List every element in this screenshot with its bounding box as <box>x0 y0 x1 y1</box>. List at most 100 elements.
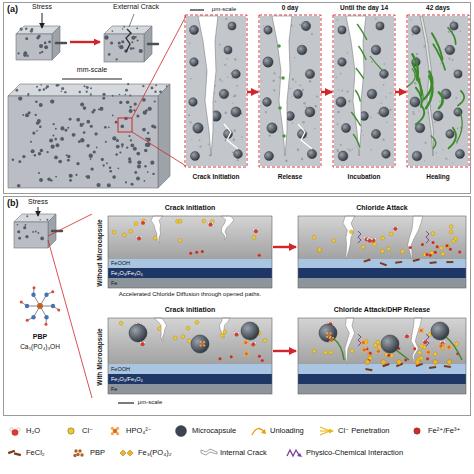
microcapsule-dot <box>112 30 114 32</box>
aggregate-speck <box>261 81 262 82</box>
microcapsule-dot <box>90 93 92 95</box>
aggregate-speck <box>434 121 436 123</box>
healing-strand <box>457 109 462 143</box>
scale-bar <box>62 78 122 79</box>
crack <box>151 216 163 243</box>
microcapsule-dot <box>17 184 21 188</box>
oxygen-atom <box>33 286 36 289</box>
matrix <box>260 16 320 166</box>
concrete <box>108 318 272 364</box>
scene-title: Crack initiation <box>165 204 216 212</box>
iron-ion <box>429 254 432 257</box>
aggregate-speck <box>190 78 192 80</box>
stage-panel: 0 dayRelease <box>260 4 320 180</box>
chloride-ion <box>439 246 443 250</box>
oxygen-atom <box>44 323 47 326</box>
microcapsule-dot <box>54 138 57 141</box>
microcapsule-dot <box>17 224 19 226</box>
healing-strand <box>458 91 464 106</box>
microcapsule-dot <box>66 154 68 156</box>
legend-icon <box>172 424 190 438</box>
aggregate-speck <box>348 100 351 103</box>
microcapsule-dot <box>35 100 38 103</box>
panel-letter: (b) <box>7 198 19 208</box>
legend-item: PBP <box>70 446 105 460</box>
microcapsule-dot <box>96 147 98 149</box>
aggregate-speck <box>303 102 306 105</box>
chloride-ion <box>350 349 354 353</box>
chloride-ion <box>173 336 177 340</box>
microcapsule-dot <box>136 27 138 29</box>
scene-panel: Crack initiation <box>108 306 272 396</box>
legend-icon <box>106 424 124 438</box>
microcapsule-dot <box>124 94 126 96</box>
microcapsule-dot <box>53 123 55 125</box>
aggregate-speck <box>423 45 425 47</box>
microcapsule <box>232 70 241 79</box>
phosphorus-atom <box>44 293 48 297</box>
chloride-ion <box>420 344 424 348</box>
microcapsule <box>190 58 199 67</box>
aggregate-speck <box>347 52 348 53</box>
microcapsule-dot <box>137 40 139 42</box>
aggregate-speck <box>237 159 239 161</box>
steel-rebar <box>56 42 66 44</box>
microcapsule <box>193 123 203 133</box>
penetration-icon <box>320 427 330 431</box>
microcapsule-dot <box>54 156 58 160</box>
iron-ion <box>434 251 437 254</box>
microcapsule-dot <box>27 95 29 97</box>
microcapsule-dot <box>61 91 63 93</box>
aggregate-speck <box>295 81 297 83</box>
phosphate-core <box>245 352 248 355</box>
microcapsule-dot <box>132 47 134 49</box>
chloride-ion <box>134 222 138 226</box>
block-side <box>158 84 170 188</box>
internal-crack <box>224 124 238 149</box>
microcapsule-dot <box>78 140 81 143</box>
microcapsule <box>263 57 273 67</box>
compound-name: PBP <box>33 333 47 341</box>
water-oxygen <box>141 221 145 225</box>
scene-border <box>108 318 272 394</box>
chloride-ion <box>181 335 185 339</box>
water-oxygen <box>137 237 141 241</box>
iron-ion <box>369 352 372 355</box>
microcapsule-dot <box>93 109 96 112</box>
microcapsule-dot <box>31 149 35 153</box>
iron-ion <box>201 250 204 253</box>
unloading-head <box>261 429 266 434</box>
microcapsule-dot <box>121 40 124 43</box>
zoom-line <box>132 132 186 166</box>
microcapsule-dot <box>129 109 133 113</box>
microcapsule-dot <box>108 53 111 56</box>
microcapsule-dot <box>85 175 87 177</box>
aggregate-speck <box>224 64 226 66</box>
pbp-icon <box>76 453 79 456</box>
microcapsule-dot <box>104 35 108 39</box>
stage-name: Healing <box>426 173 449 180</box>
microcapsule-dot <box>136 152 140 156</box>
healing-agent <box>277 44 281 48</box>
concrete-block <box>16 26 66 60</box>
zoom-frame <box>259 15 321 167</box>
microcapsule <box>382 150 391 159</box>
aggregate-speck <box>269 134 271 136</box>
aggregate-speck <box>306 136 308 138</box>
healing-agent <box>278 106 282 110</box>
zoom-frame <box>333 15 395 167</box>
legend-icon <box>118 446 136 460</box>
microcapsule-dot <box>148 107 152 111</box>
step-arrow <box>70 41 100 43</box>
microcapsule-dot <box>72 133 76 137</box>
scene-panel: Chloride Attack/DHP Release <box>298 306 466 396</box>
aggregate-speck <box>232 103 233 104</box>
microcapsule-dot <box>152 173 154 175</box>
legend-text: HPO₄²⁻ <box>126 427 152 436</box>
phosphate-core <box>420 329 423 332</box>
microcapsule <box>338 26 346 34</box>
aggregate-speck <box>412 34 414 36</box>
aggregate-speck <box>446 44 447 45</box>
aggregate-speck <box>451 59 453 61</box>
